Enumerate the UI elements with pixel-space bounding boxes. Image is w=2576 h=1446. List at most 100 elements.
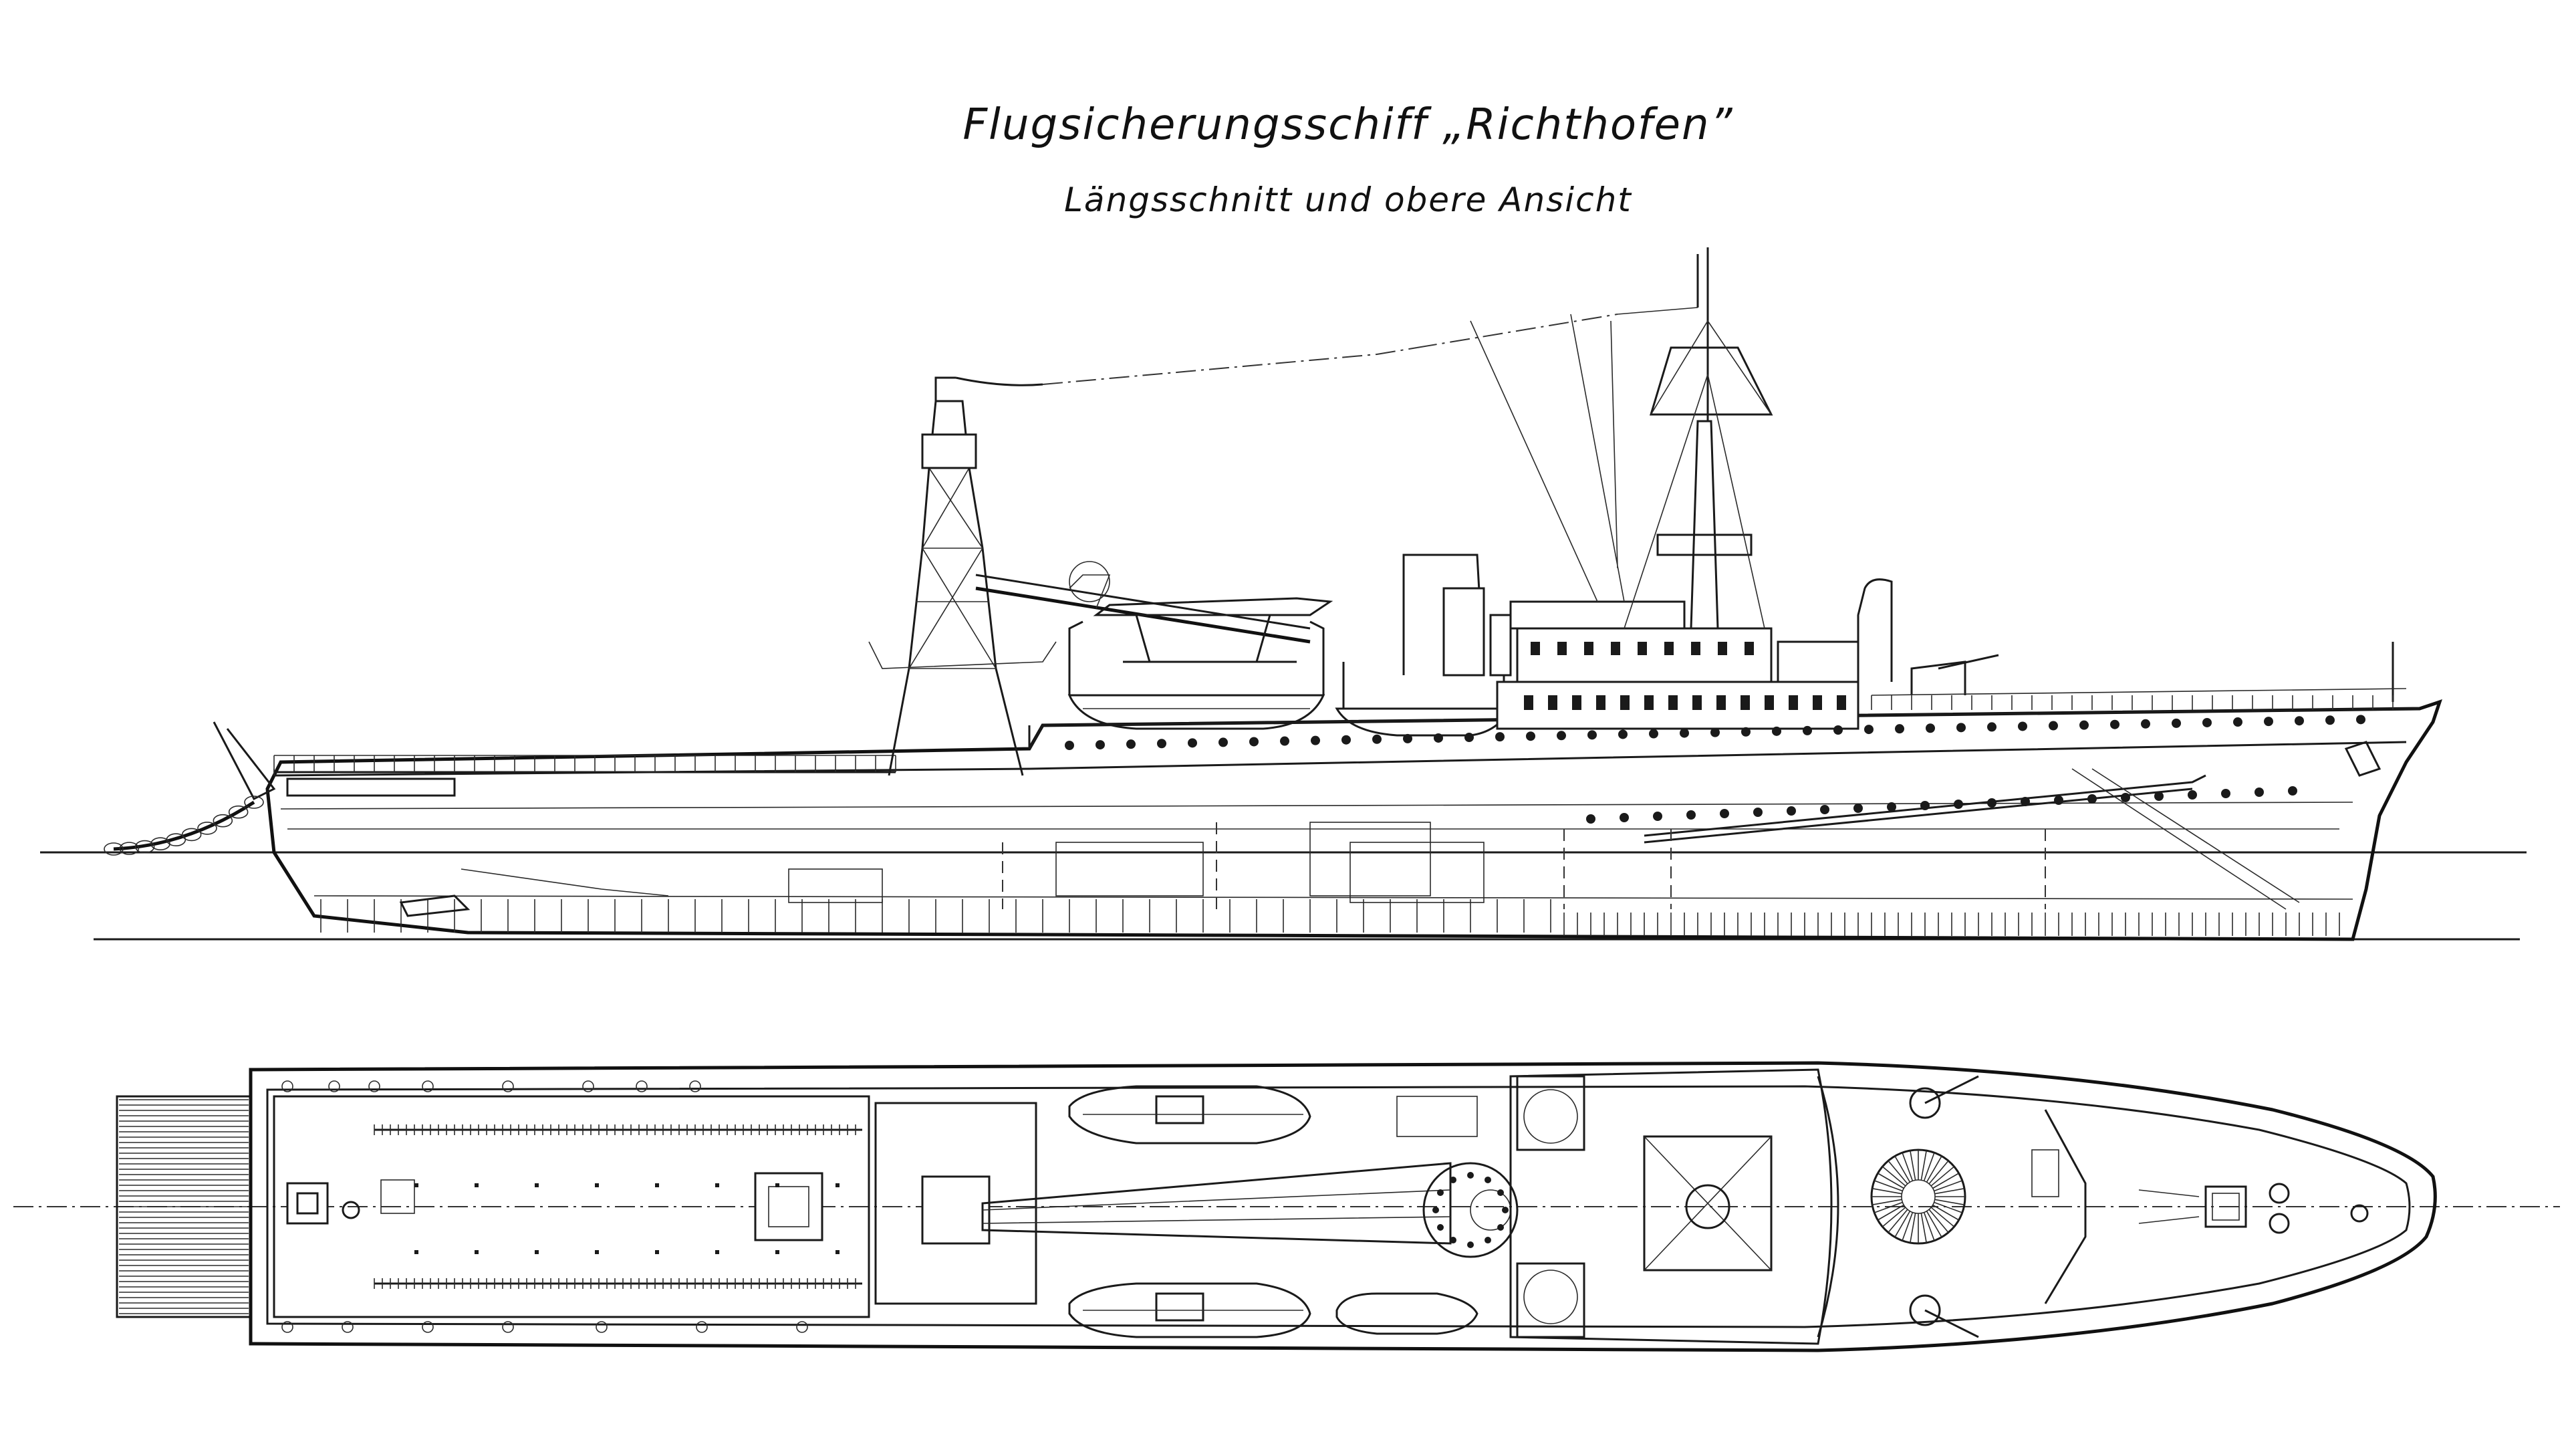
deck-socket xyxy=(414,1183,418,1187)
bridge-window xyxy=(1692,695,1702,710)
shaft-line xyxy=(461,868,669,896)
tow-float xyxy=(244,796,264,809)
bolt xyxy=(1497,1189,1505,1196)
deck-bollard xyxy=(281,1080,293,1092)
tow-float xyxy=(134,840,155,854)
lifeboat-starboard-plan xyxy=(1068,1282,1311,1338)
deck-socket xyxy=(835,1183,840,1187)
deck-socket xyxy=(775,1250,779,1254)
spoke xyxy=(1934,1188,1965,1195)
porthole xyxy=(2049,721,2058,731)
spoke xyxy=(1910,1213,1916,1243)
porthole xyxy=(1586,814,1595,824)
spoke xyxy=(1930,1207,1955,1227)
bridge-window xyxy=(1813,695,1822,710)
bridge-window xyxy=(1716,695,1726,710)
porthole xyxy=(1820,805,1829,814)
deck-socket xyxy=(595,1183,599,1187)
bridge-window xyxy=(1548,695,1557,710)
funnel-uptake xyxy=(1442,587,1485,677)
spoke xyxy=(1934,1201,1963,1213)
porthole xyxy=(2255,788,2264,797)
forecastle-rail xyxy=(1871,688,2407,710)
spoke xyxy=(1920,1150,1927,1181)
tank-block xyxy=(788,868,883,903)
winch-bolts xyxy=(1432,1172,1509,1248)
bridge-window xyxy=(1524,695,1533,710)
bolt xyxy=(1432,1207,1439,1213)
spoke xyxy=(1902,1152,1914,1181)
spoke xyxy=(1932,1173,1960,1189)
bolt xyxy=(1467,1172,1474,1179)
engine-block-3 xyxy=(1055,842,1204,896)
porthole xyxy=(1620,813,1629,822)
gun-port-plan xyxy=(1909,1075,1979,1119)
upper-window xyxy=(1718,642,1727,655)
porthole xyxy=(1987,722,1997,732)
spoke xyxy=(1928,1160,1949,1185)
porthole xyxy=(1833,725,1843,735)
spoke xyxy=(1888,1209,1908,1233)
deck-bollard xyxy=(281,1321,293,1333)
spoke xyxy=(1894,1211,1911,1238)
bridge-window xyxy=(1668,695,1678,710)
searchlight-starboard xyxy=(1523,1270,1578,1324)
upper-window xyxy=(1691,642,1700,655)
deck-bollard xyxy=(422,1321,434,1333)
spoke xyxy=(1932,1204,1960,1221)
porthole xyxy=(1653,812,1662,821)
spoke xyxy=(1923,1212,1935,1241)
seaplane xyxy=(1069,561,1333,663)
engine-block-1 xyxy=(1309,822,1431,896)
portholes-upper xyxy=(1065,715,2365,750)
deck-socket xyxy=(535,1183,539,1187)
antenna-wire-aft xyxy=(1042,347,1418,385)
spoke xyxy=(1874,1201,1903,1213)
crane-base-plan xyxy=(874,1102,1452,1305)
porthole xyxy=(1956,723,1966,733)
porthole xyxy=(1803,725,1812,735)
tow-float xyxy=(228,805,249,819)
tow-float xyxy=(181,828,202,842)
porthole xyxy=(1618,729,1628,739)
drawing-title: Flugsicherungsschiff „Richthofen” xyxy=(962,100,1734,150)
deck-bollard xyxy=(696,1321,708,1333)
rubbing-strake-lower xyxy=(1644,788,2193,844)
deck-socket xyxy=(715,1250,719,1254)
hull-frames xyxy=(320,899,2340,936)
porthole xyxy=(1772,726,1781,736)
bridge-windows xyxy=(1524,642,1846,710)
porthole xyxy=(2110,719,2119,729)
tow-float xyxy=(119,842,140,855)
spoke xyxy=(1930,1166,1955,1187)
spoke xyxy=(1874,1180,1903,1192)
side-elevation-drawing xyxy=(40,247,2527,941)
deck-bollard xyxy=(368,1080,380,1092)
deck-bollard xyxy=(328,1080,340,1092)
spoke xyxy=(1926,1211,1942,1238)
gun-starboard-plan xyxy=(1909,1294,1979,1338)
deck-bollard xyxy=(422,1080,434,1092)
spoke xyxy=(1882,1207,1906,1227)
bridge-window xyxy=(1644,695,1654,710)
porthole xyxy=(2172,718,2181,728)
porthole xyxy=(2154,792,2164,801)
anchor-chain xyxy=(2071,768,2300,910)
tow-float xyxy=(213,814,233,828)
anchor-windlass-plan xyxy=(2204,1183,2290,1234)
porthole xyxy=(1188,738,1197,748)
porthole xyxy=(1741,727,1751,737)
aft-deck-rail xyxy=(273,755,896,772)
drawing-subtitle: Längsschnitt und obere Ansicht xyxy=(1064,180,1632,219)
spoke xyxy=(1872,1199,1902,1205)
bolt xyxy=(1436,1189,1444,1196)
bridge-wing xyxy=(1777,640,1858,682)
porthole xyxy=(1787,806,1796,816)
porthole xyxy=(1887,802,1896,812)
tow-float xyxy=(166,833,186,846)
deck-bollard xyxy=(596,1321,608,1333)
porthole xyxy=(2288,786,2297,796)
porthole xyxy=(1864,725,1874,735)
bollard-aft xyxy=(342,1201,360,1219)
